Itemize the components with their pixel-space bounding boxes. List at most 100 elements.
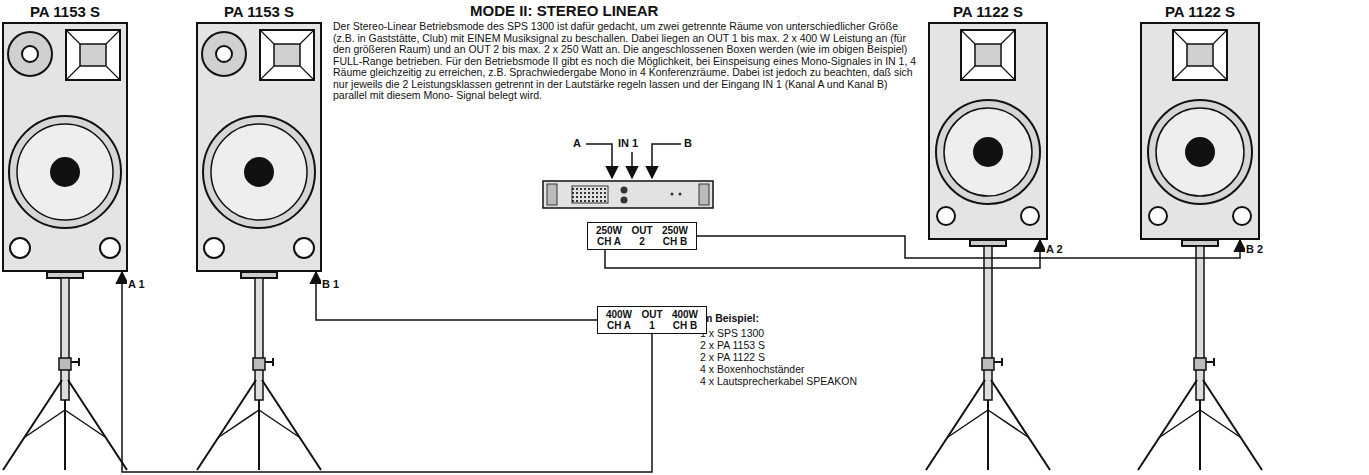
drawing-stroke: [274, 44, 300, 66]
speaker-cabinet: [3, 23, 127, 271]
speaker-drawing: [928, 22, 1048, 240]
drawing-stroke: [253, 358, 265, 370]
drawing-stroke: [1138, 380, 1262, 470]
drawing-stroke: [1186, 138, 1214, 166]
bass-port: [1021, 207, 1039, 225]
drawing-stroke: [948, 410, 1028, 437]
input-arrows: [586, 144, 681, 178]
parts-list-item: 2 x PA 1122 S: [700, 351, 765, 363]
horn-tweeter: [1173, 30, 1227, 80]
tripod-stand: [3, 272, 127, 470]
drawing-stroke: [1196, 246, 1204, 400]
horn-tweeter: [260, 30, 314, 80]
bass-port: [1149, 207, 1167, 225]
drawing-stroke: [994, 358, 1002, 366]
mid-driver: [8, 32, 52, 76]
drawing-stroke: [926, 380, 1050, 470]
parts-list-item: im Beispiel:: [700, 312, 759, 324]
cable-label: A 1: [127, 278, 146, 290]
output-panel: 400W CH AOUT 1400W CH B: [597, 306, 707, 334]
tripod-stand: [926, 240, 1050, 470]
speaker-stands: [3, 240, 1262, 470]
drawing-stroke: [265, 358, 273, 366]
speaker-drawing: [1140, 22, 1260, 240]
drawing-stroke: [80, 44, 106, 66]
drawing-stroke: [975, 44, 1001, 66]
speaker-cabinet: [929, 23, 1047, 239]
drawing-stroke: [211, 124, 307, 220]
cable-label: A 2: [1045, 243, 1064, 255]
drawing-stroke: [241, 272, 277, 278]
bass-port: [10, 238, 30, 258]
output-channel-label: OUT 2: [630, 225, 654, 247]
speaker-cabinet: [197, 23, 321, 271]
drawing-stroke: [1160, 410, 1240, 437]
drawing-stroke: [974, 138, 1002, 166]
output-channel-label: 250W CH B: [658, 225, 692, 247]
drawing-stroke: [219, 410, 299, 437]
drawing-stroke: [61, 278, 69, 400]
bass-port: [204, 238, 224, 258]
cabinet-outline: [197, 23, 321, 271]
drawing-stroke: [982, 358, 994, 370]
speaker-cable: [316, 272, 597, 320]
drawing-stroke: [1206, 358, 1214, 366]
drawing-stroke: [25, 410, 105, 437]
amplifier: [543, 181, 713, 208]
speaker-name: PA 1122 S: [928, 4, 1048, 22]
horn-tweeter: [961, 30, 1015, 80]
speaker-cable: [122, 272, 652, 472]
output-channel-label: 250W CH A: [592, 225, 626, 247]
drawing-stroke: [17, 124, 113, 220]
drawing-stroke: [71, 358, 79, 366]
bass-port: [294, 238, 314, 258]
speaker-cabinet: [1141, 23, 1259, 239]
drawing-stroke: [1187, 44, 1213, 66]
drawing-stroke: [255, 278, 263, 400]
horn-tweeter: [66, 30, 120, 80]
output-channel-label: 400W CH B: [668, 309, 702, 331]
drawing-stroke: [984, 246, 992, 400]
output-channel-label: 400W CH A: [602, 309, 636, 331]
drawing-stroke: [22, 46, 38, 62]
input-label: IN 1: [618, 137, 638, 150]
cabinet-outline: [3, 23, 127, 271]
drawing-stroke: [1182, 240, 1218, 246]
cable-label: B 1: [321, 278, 340, 290]
speaker-name: PA 1153 S: [196, 4, 322, 22]
drawing-stroke: [3, 380, 127, 470]
drawing-stroke: [1194, 358, 1206, 370]
parts-list-item: 4 x Lautsprecherkabel SPEAKON: [700, 375, 857, 387]
speaker-name: PA 1122 S: [1140, 4, 1260, 22]
speaker-box: PA 1122 S: [928, 4, 1048, 240]
drawing-stroke: [216, 46, 232, 62]
description-text: Der Stereo-Linear Betriebsmode des SPS 1…: [333, 21, 918, 102]
cabinet-outline: [1141, 23, 1259, 239]
input-label: B: [684, 137, 692, 150]
output-panel: 250W CH AOUT 2250W CH B: [587, 222, 697, 250]
bass-port: [937, 207, 955, 225]
drawing-stroke: [245, 158, 273, 186]
drawing-stroke: [970, 240, 1006, 246]
woofer: [1148, 100, 1252, 204]
drawing-stroke: [1156, 108, 1244, 196]
parts-list-item: 2 x PA 1153 S: [700, 339, 765, 351]
drawing-stroke: [47, 272, 83, 278]
woofer: [203, 116, 315, 228]
input-label: A: [573, 137, 581, 150]
parts-list-item: 4 x Boxenhochständer: [700, 363, 805, 375]
bass-port: [100, 238, 120, 258]
output-channel-label: OUT 1: [640, 309, 664, 331]
drawing-stroke: [66, 30, 120, 80]
tripod-stand: [1138, 240, 1262, 470]
tripod-stand: [197, 272, 321, 470]
drawing-stroke: [260, 30, 314, 80]
mid-driver: [202, 32, 246, 76]
drawing-stroke: [51, 158, 79, 186]
drawing-stroke: [944, 108, 1032, 196]
woofer: [936, 100, 1040, 204]
speaker-box: PA 1153 S: [2, 4, 128, 272]
cabinet-outline: [929, 23, 1047, 239]
drawing-stroke: [961, 30, 1015, 80]
bass-port: [1233, 207, 1251, 225]
